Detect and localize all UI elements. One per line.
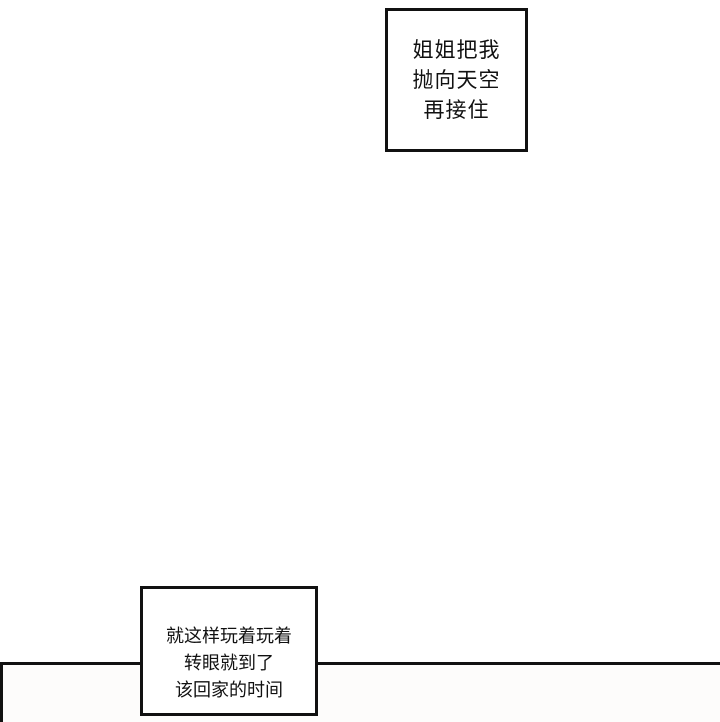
caption-line: 抛向天空 — [412, 68, 501, 92]
caption-line: 转眼就到了 — [184, 653, 274, 674]
caption-line: 姐姐把我 — [412, 38, 501, 62]
caption-line: 该回家的时间 — [175, 680, 283, 701]
caption-line: 再接住 — [423, 98, 490, 122]
narration-caption-bottom: 就这样玩着玩着 转眼就到了 该回家的时间 — [140, 586, 318, 716]
next-comic-panel — [0, 662, 720, 722]
narration-caption-top: 姐姐把我 抛向天空 再接住 — [385, 8, 528, 152]
caption-line: 就这样玩着玩着 — [166, 626, 292, 647]
